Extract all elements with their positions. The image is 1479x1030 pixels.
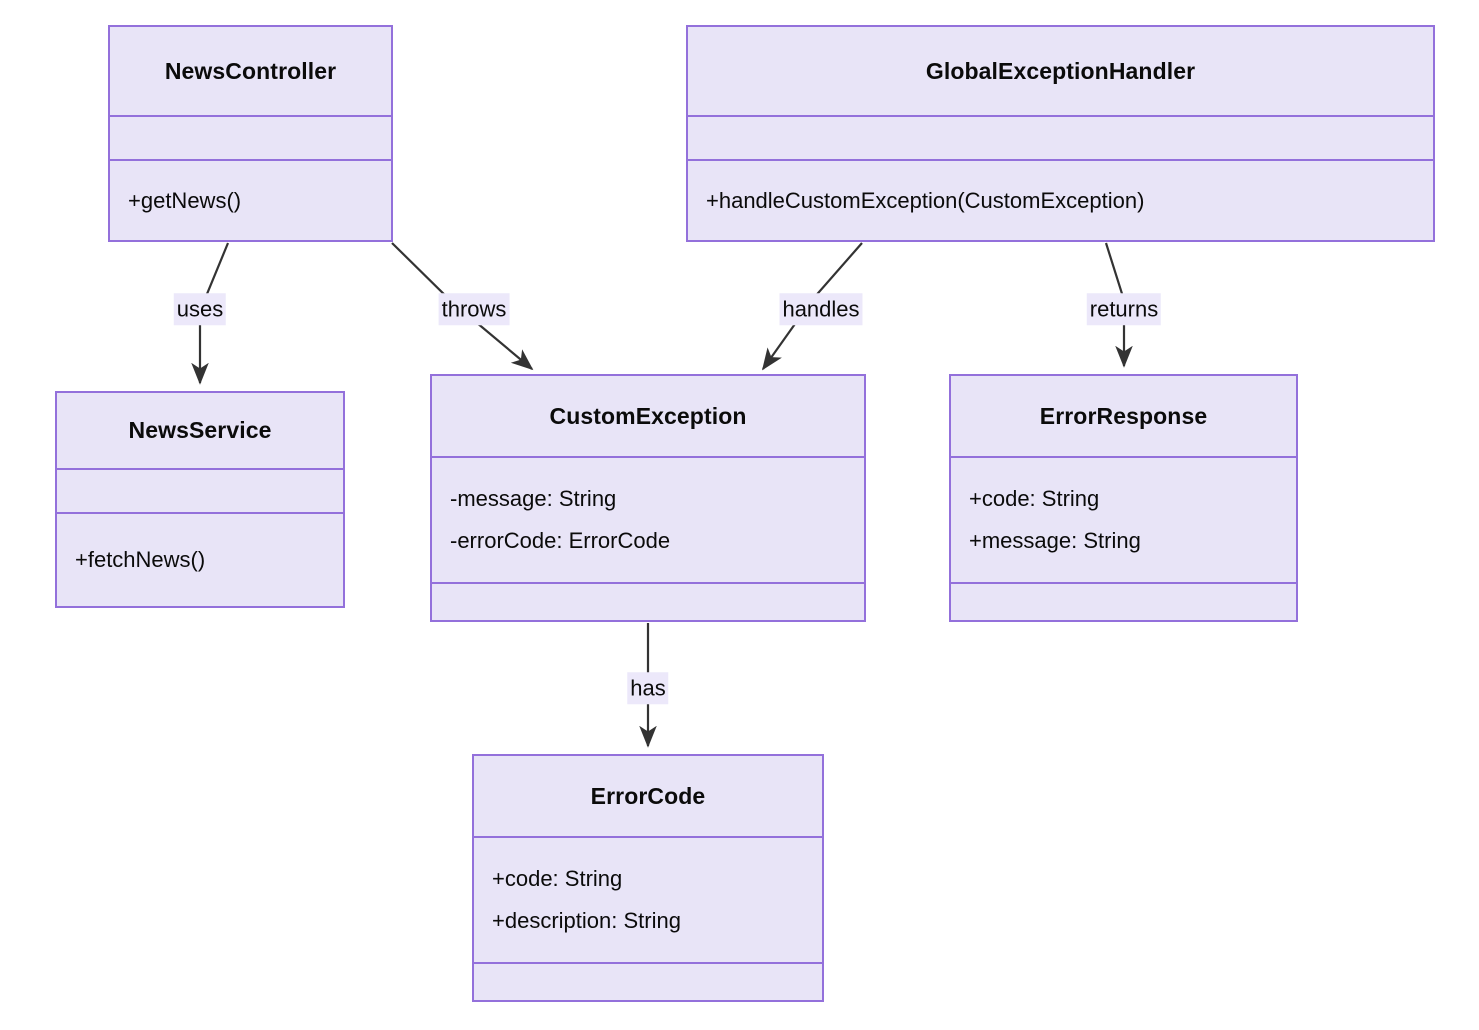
class-methods-compartment bbox=[951, 582, 1296, 620]
class-method: +fetchNews() bbox=[75, 547, 206, 572]
class-name-custom-exception: CustomException bbox=[549, 402, 747, 429]
uml-class-error-response[interactable]: ErrorResponse +code: String +message: Stri… bbox=[949, 374, 1298, 622]
class-methods-compartment: +handleCustomException(CustomException) bbox=[688, 159, 1433, 240]
class-attribute: +code: String bbox=[492, 866, 623, 892]
class-methods-compartment: +getNews() bbox=[110, 159, 391, 240]
edge-label-uses: uses bbox=[173, 293, 227, 325]
uml-class-news-service[interactable]: NewsService +fetchNews() bbox=[55, 391, 345, 608]
class-attributes-compartment bbox=[57, 468, 343, 512]
class-name-global-exception-handler: GlobalExceptionHandler bbox=[925, 57, 1196, 84]
edge-label-returns: returns bbox=[1086, 293, 1162, 325]
class-title-compartment: ErrorResponse bbox=[951, 376, 1296, 456]
class-name-error-response: ErrorResponse bbox=[1039, 402, 1208, 429]
uml-class-error-code[interactable]: ErrorCode +code: String +description: Stri… bbox=[472, 754, 824, 1002]
class-title-compartment: NewsService bbox=[57, 393, 343, 468]
class-name-news-controller: NewsController bbox=[164, 57, 337, 84]
class-attribute: +description: String bbox=[492, 908, 681, 933]
class-title-compartment: NewsController bbox=[110, 27, 391, 115]
class-attribute: -errorCode: ErrorCode bbox=[450, 528, 671, 553]
class-attributes-compartment: -message: String -errorCode: ErrorCode bbox=[432, 456, 864, 582]
class-attributes-compartment: +code: String +description: String bbox=[474, 836, 822, 962]
class-attribute: +message: String bbox=[969, 528, 1141, 553]
class-attributes-compartment: +code: String +message: String bbox=[951, 456, 1296, 582]
edge-label-has: has bbox=[627, 672, 669, 704]
uml-class-custom-exception[interactable]: CustomException -message: String -errorCod… bbox=[430, 374, 866, 622]
class-attribute: +code: String bbox=[969, 486, 1100, 512]
class-attributes-compartment bbox=[110, 115, 391, 159]
class-title-compartment: GlobalExceptionHandler bbox=[688, 27, 1433, 115]
class-title-compartment: ErrorCode bbox=[474, 756, 822, 836]
class-name-error-code: ErrorCode bbox=[590, 782, 706, 809]
class-attribute: -message: String bbox=[450, 486, 617, 512]
class-name-news-service: NewsService bbox=[128, 417, 272, 443]
class-title-compartment: CustomException bbox=[432, 376, 864, 456]
class-method: +getNews() bbox=[128, 187, 242, 213]
class-method: +handleCustomException(CustomException) bbox=[706, 187, 1145, 213]
uml-class-global-exception-handler[interactable]: GlobalExceptionHandler +handleCustomExcep… bbox=[686, 25, 1435, 242]
class-methods-compartment bbox=[474, 962, 822, 1000]
class-attributes-compartment bbox=[688, 115, 1433, 159]
class-methods-compartment: +fetchNews() bbox=[57, 512, 343, 606]
edge-label-handles: handles bbox=[779, 293, 863, 325]
uml-class-news-controller[interactable]: NewsController +getNews() bbox=[108, 25, 393, 242]
edge-label-throws: throws bbox=[438, 293, 510, 325]
class-methods-compartment bbox=[432, 582, 864, 620]
